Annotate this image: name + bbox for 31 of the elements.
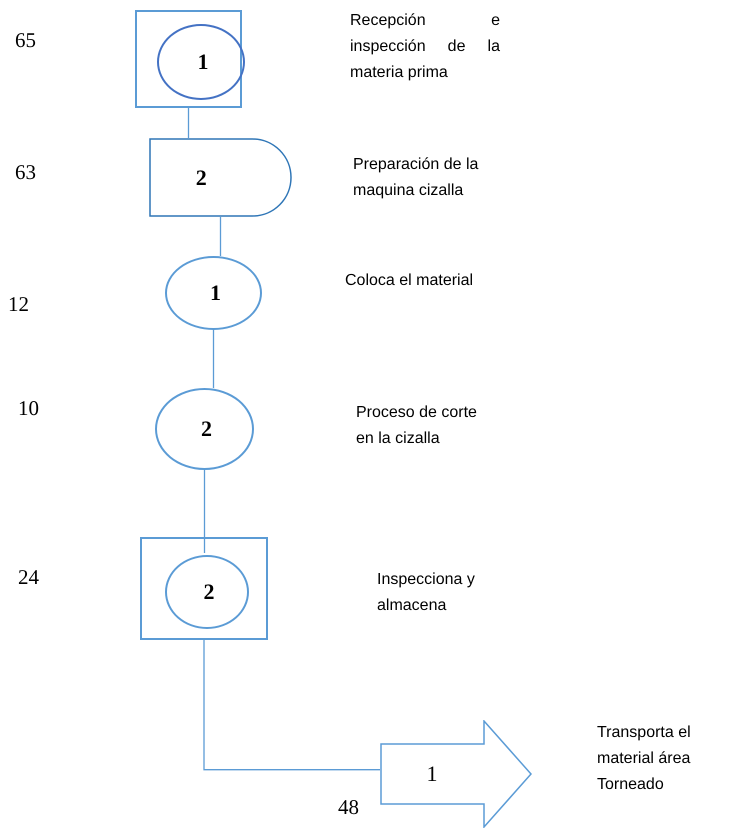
connector-line bbox=[204, 470, 206, 553]
step-number: 2 bbox=[194, 164, 208, 190]
step-number: 1 bbox=[196, 49, 210, 75]
operation-circle bbox=[155, 388, 254, 470]
step-description: Proceso de corte en la cizalla bbox=[356, 403, 478, 449]
step-description: Preparación de la maquina cizalla bbox=[353, 155, 480, 201]
combined-activity-box bbox=[135, 10, 242, 108]
transport-arrow bbox=[380, 720, 532, 828]
operation-circle bbox=[165, 256, 262, 330]
step-number: 1 bbox=[426, 761, 438, 787]
time-value: 10 bbox=[18, 396, 39, 421]
step-number: 1 bbox=[209, 280, 222, 306]
step-number: 2 bbox=[200, 416, 213, 442]
time-value: 12 bbox=[8, 292, 29, 317]
time-value: 24 bbox=[18, 565, 39, 590]
time-value: 48 bbox=[338, 795, 359, 820]
step-description: Transporta el material área Torneado bbox=[597, 723, 692, 795]
time-value: 63 bbox=[15, 160, 36, 185]
operation-circle bbox=[157, 24, 245, 100]
connector-line bbox=[188, 108, 190, 138]
connector-line bbox=[220, 217, 222, 256]
delay-symbol bbox=[149, 138, 292, 217]
step-description: Coloca el material bbox=[345, 271, 474, 291]
step-description: Recepción e inspección de la materia prima bbox=[350, 11, 500, 83]
operation-circle bbox=[165, 555, 249, 629]
connector-line bbox=[203, 640, 380, 770]
step-number: 2 bbox=[202, 579, 216, 605]
time-value: 65 bbox=[15, 28, 36, 53]
combined-activity-box bbox=[140, 537, 268, 640]
step-description: Inspecciona y almacena bbox=[377, 570, 476, 616]
connector-line bbox=[212, 330, 214, 388]
